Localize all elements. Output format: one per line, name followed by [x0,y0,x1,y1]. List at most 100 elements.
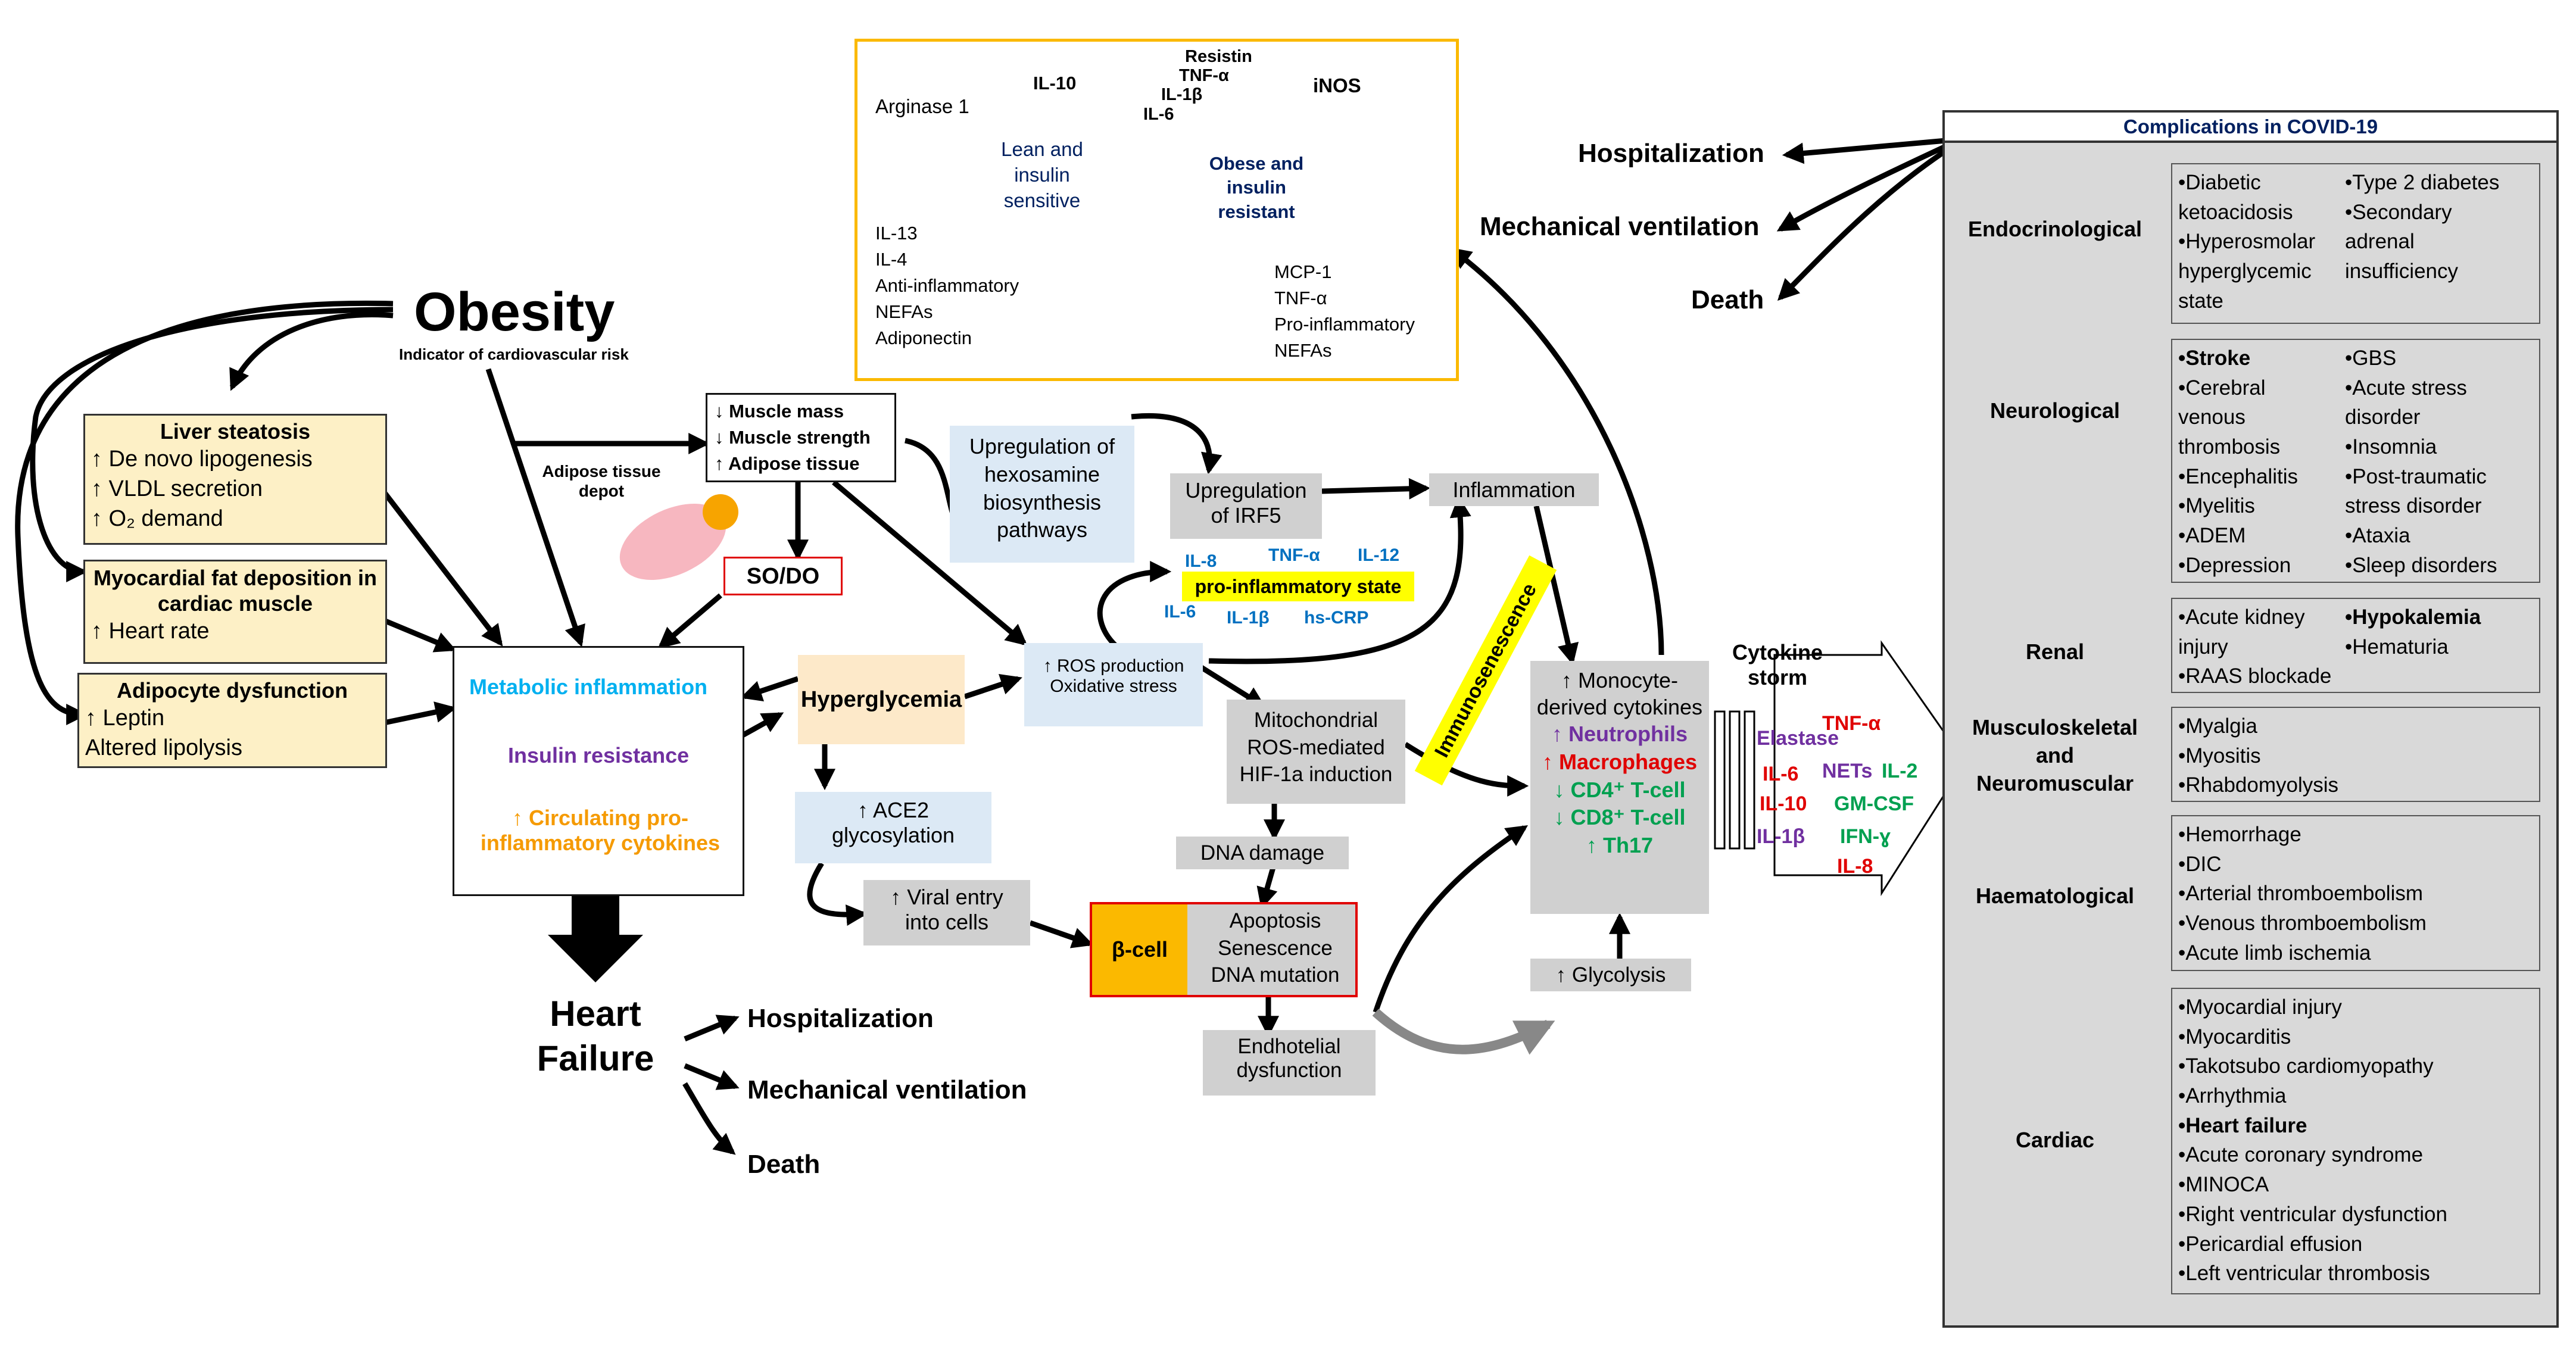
complication-item: •Post-traumatic [2345,464,2487,488]
cd8-tcells: ↓ CD8⁺ T-cell [1554,805,1686,830]
inset-tnf: TNF-α [1179,66,1229,85]
complication-item: •Secondary [2345,200,2452,224]
storm-elastase: Elastase [1757,727,1839,750]
central-box: Metabolic inflammation Insulin resistanc… [453,646,744,896]
inset-right-item: TNF-α [1274,288,1327,309]
inflammation-box: Inflammation [1429,473,1599,506]
complications-panel: Complications in COVID-19 Endocrinologic… [1942,110,2559,1328]
storm-il2: IL-2 [1882,760,1918,782]
covid-outcome: Hospitalization [1578,139,1764,168]
complication-item: •GBS [2345,347,2397,370]
myocardial-title: Myocardial fat deposition in cardiac mus… [93,566,378,616]
complication-item: •Takotsubo cardiomyopathy [2178,1054,2434,1078]
liver-steatosis-box: Liver steatosis ↑ De novo lipogenesis ↑ … [83,414,387,545]
adipose-depot-label: Adipose tissue depot [542,462,661,501]
inset-arginase: Arginase 1 [875,95,969,117]
th17: ↑ Th17 [1586,833,1654,858]
complication-item: •Encephalitis [2178,464,2298,488]
complication-item: •Sleep disorders [2345,553,2497,577]
inset-il10: IL-10 [1033,73,1077,93]
complication-item: •Hematuria [2345,635,2449,659]
adipocyte-item: ↑ Leptin [85,706,165,731]
complication-item: stress disorder [2345,494,2482,518]
category-label: Cardiac [2015,1128,2095,1152]
complication-item: •Left ventricular thrombosis [2178,1262,2430,1285]
inset-right-item: Pro-inflammatory [1274,314,1415,335]
complication-item: ketoacidosis [2178,200,2293,224]
complications-title: Complications in COVID-19 [1942,110,2559,143]
muscle-fiber-icon [619,494,738,581]
proinflammatory-state: pro-inflammatory state [1182,572,1414,601]
complication-item: disorder [2345,405,2421,429]
complication-item: •Myositis [2178,744,2261,767]
storm-nets: NETs [1822,760,1873,782]
inset-lean: Lean and insulin sensitive [1001,138,1083,211]
inset-right-item: MCP-1 [1274,261,1332,282]
inset-obese: Obese and insulin resistant [1209,153,1304,222]
inset-il6: IL-6 [1143,105,1174,124]
complication-item: •Type 2 diabetes [2345,171,2500,194]
il8-label: IL-8 [1185,551,1217,571]
inset-left-item: NEFAs [875,301,933,323]
cytokine-storm-title: Cytokine storm [1732,640,1823,690]
complication-item: •Hemorrhage [2178,823,2301,846]
liver-title: Liver steatosis [160,419,311,444]
section-musculoskeletal: •Myalgia •Myositis •Rhabdomyolysis [2171,707,2540,802]
heart-failure-title: Heart Failure [537,994,654,1078]
adipocyte-item: Altered lipolysis [85,735,242,761]
covid-outcome: Mechanical ventilation [1480,212,1760,241]
cd4-tcells: ↓ CD4⁺ T-cell [1554,777,1686,802]
complication-item: •Stroke [2178,347,2251,370]
inset-inos: iNOS [1313,74,1361,96]
complication-item: •Insomnia [2345,435,2437,459]
section-haematological: •Hemorrhage •DIC •Arterial thromboemboli… [2171,815,2540,971]
complication-item: •Hyperosmolar [2178,230,2316,254]
inset-left-item: Anti-inflammatory [875,275,1019,297]
hf-outcome: Mechanical ventilation [747,1075,1027,1104]
liver-item: ↑ De novo lipogenesis [91,447,313,472]
section-endocrinological: •Diabetic ketoacidosis •Hyperosmolar hyp… [2171,163,2540,324]
covid-outcome: Death [1691,285,1764,314]
il1b-label: IL-1β [1227,608,1270,628]
myocardial-fat-box: Myocardial fat deposition in cardiac mus… [83,560,387,664]
complication-item: •Acute limb ischemia [2178,941,2371,965]
circulating-cytokines: ↑ Circulating pro-inflammatory cytokines [480,806,721,856]
obesity-title: Obesity [414,282,615,342]
storm-il8: IL-8 [1837,855,1873,878]
complication-item: •Cerebral [2178,376,2266,400]
complication-item: •Acute kidney [2178,606,2305,629]
neutrophils: ↑ Neutrophils [1551,722,1688,746]
liver-item: ↑ O₂ demand [91,506,223,532]
inset-right-item: NEFAs [1274,340,1332,361]
il12-label: IL-12 [1358,545,1400,565]
inset-right-list: MCP-1 TNF-α Pro-inflammatory NEFAs [1274,259,1415,364]
category-label: Neurological [1989,398,2120,423]
storm-ifn: IFN-ɣ [1840,825,1891,848]
complication-item: •Arterial thromboembolism [2178,882,2423,906]
hf-outcome: Death [747,1150,821,1179]
insulin-resistance: Insulin resistance [508,743,690,767]
category-label: Musculoskeletal and Neuromuscular [1972,715,2138,795]
complication-item: •Myelitis [2178,494,2255,518]
storm-il10: IL-10 [1760,792,1807,815]
hyperglycemia-box: Hyperglycemia [798,655,965,744]
complication-item: •Right ventricular dysfunction [2178,1202,2447,1226]
adipocyte-title: Adipocyte dysfunction [116,678,348,703]
dna-damage-box: DNA damage [1176,837,1349,869]
complication-item: venous [2178,405,2246,429]
monocyte-cytokines: ↑ Monocyte-derived cytokines [1536,668,1703,719]
tnf-label: TNF-α [1268,545,1320,565]
macrophages: ↑ Macrophages [1542,749,1698,774]
muscle-item: ↓ Muscle strength [715,427,871,448]
beta-cell-label: β-cell [1092,904,1187,995]
beta-cell-box: β-cell Apoptosis Senescence DNA mutation [1090,902,1358,997]
complication-item: •Myalgia [2178,714,2257,738]
storm-gmcsf: GM-CSF [1834,792,1914,815]
complication-item: insufficiency [2345,260,2459,283]
storm-il1b: IL-1β [1757,825,1805,848]
complication-item: •DIC [2178,852,2222,876]
mito-box: Mitochondrial ROS-mediated HIF-1a induct… [1227,700,1405,804]
muscle-box: ↓ Muscle mass ↓ Muscle strength ↑ Adipos… [706,393,896,482]
ros-box: ↑ ROS production Oxidative stress [1024,643,1203,726]
